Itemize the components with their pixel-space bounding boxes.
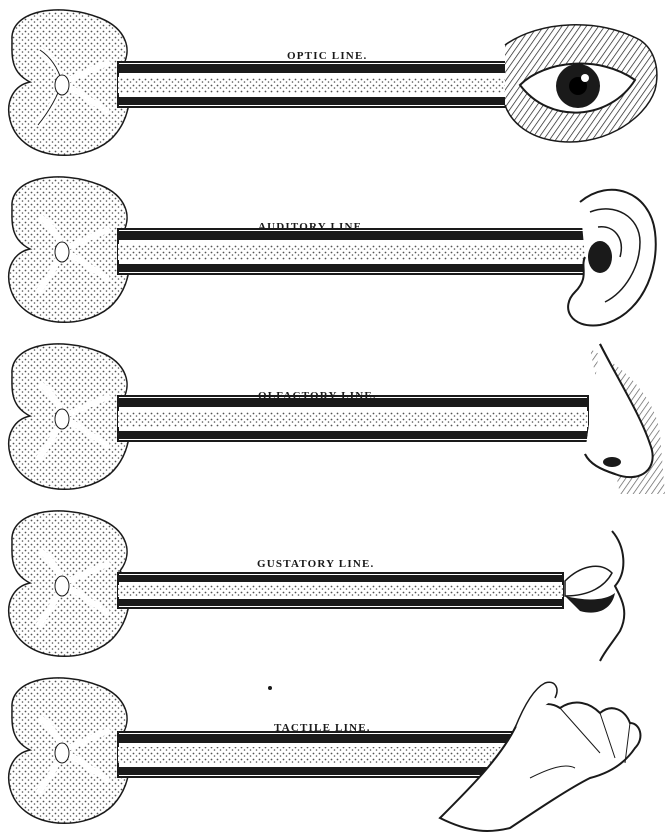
panel-tactile-drawing	[0, 668, 665, 837]
panel-auditory-drawing	[0, 167, 665, 334]
ink-dot	[268, 686, 272, 690]
label-olfactory-line: OLFACTORY LINE.	[258, 390, 377, 402]
label-tactile-line: TACTILE LINE.	[274, 722, 371, 734]
brain-section-icon	[9, 511, 130, 656]
nerve-line	[118, 62, 518, 107]
brain-section-icon	[9, 678, 130, 823]
panel-gustatory: GUSTATORY LINE.	[0, 501, 665, 668]
panel-tactile: TACTILE LINE.	[0, 668, 665, 837]
panel-olfactory: OLFACTORY LINE.	[0, 334, 665, 501]
brain-section-icon	[9, 177, 130, 322]
label-auditory-line: AUDITORY LINE.	[258, 221, 366, 233]
mouth-icon	[565, 531, 624, 661]
panel-optic-drawing	[0, 0, 665, 167]
nerve-line	[118, 396, 588, 441]
panel-optic: OPTIC LINE.	[0, 0, 665, 167]
label-gustatory-line: GUSTATORY LINE.	[257, 558, 374, 570]
panel-gustatory-drawing	[0, 501, 665, 668]
brain-section-icon	[9, 10, 130, 155]
nerve-line	[118, 573, 563, 608]
eye-icon	[505, 25, 657, 142]
nose-icon	[585, 344, 665, 494]
nerve-line	[118, 732, 518, 777]
panel-auditory: AUDITORY LINE.	[0, 167, 665, 334]
nerve-line	[118, 229, 588, 274]
label-optic-line: OPTIC LINE.	[287, 50, 367, 62]
panel-olfactory-drawing	[0, 334, 665, 501]
brain-section-icon	[9, 344, 130, 489]
